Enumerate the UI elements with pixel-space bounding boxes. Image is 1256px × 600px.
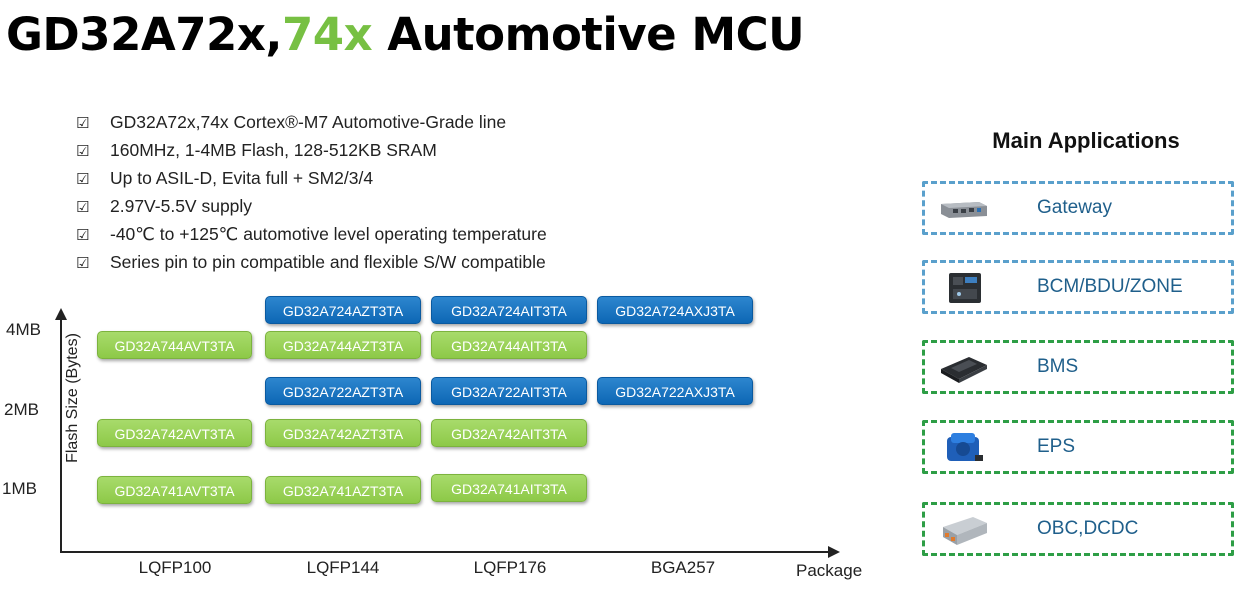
chip-gd32a741ait3ta: GD32A741AIT3TA — [431, 474, 587, 502]
feature-text: Series pin to pin compatible and flexibl… — [110, 252, 546, 272]
chip-gd32a741avt3ta: GD32A741AVT3TA — [97, 476, 252, 504]
app-label-bms: BMS — [1037, 356, 1079, 377]
product-matrix: Flash Size (Bytes) Package 4MB 2MB 1MB L… — [2, 296, 863, 580]
feature-list: ☑ GD32A72x,74x Cortex®-M7 Automotive-Grad… — [76, 108, 547, 276]
x-axis-arrow-icon — [828, 546, 840, 558]
chip-gd32a724azt3ta: GD32A724AZT3TA — [265, 296, 421, 324]
checkbox-icon: ☑ — [76, 114, 90, 132]
feature-text: GD32A72x,74x Cortex®-M7 Automotive-Grade… — [110, 112, 507, 132]
feature-item: ☑ 2.97V-5.5V supply — [76, 192, 547, 220]
checkbox-icon: ☑ — [76, 170, 90, 188]
x-tick-lqfp100: LQFP100 — [138, 558, 212, 577]
y-axis-title: Flash Size (Bytes) — [64, 333, 81, 463]
app-card-gateway: Gateway — [922, 181, 1234, 235]
app-label-obc-dcdc: OBC,DCDC — [1037, 518, 1139, 539]
app-card-obc: OBC,DCDC — [922, 502, 1234, 556]
feature-item: ☑ GD32A72x,74x Cortex®-M7 Automotive-Grad… — [76, 108, 547, 136]
chip-gd32a722ait3ta: GD32A722AIT3TA — [431, 377, 587, 405]
checkbox-icon: ☑ — [76, 254, 90, 272]
feature-text: 160MHz, 1-4MB Flash, 128-512KB SRAM — [110, 140, 437, 160]
app-label-eps: EPS — [1037, 436, 1076, 457]
x-tick-lqfp176: LQFP176 — [473, 558, 547, 577]
feature-item: ☑ Series pin to pin compatible and flexib… — [76, 248, 547, 276]
checkbox-icon: ☑ — [76, 198, 90, 216]
bcm-module-icon — [949, 273, 981, 303]
eps-motor-icon — [947, 433, 983, 461]
x-axis-title: Package — [796, 561, 863, 580]
title-main: GD32A72x, — [6, 8, 282, 61]
app-label-bcm-bdu-zone: BCM/BDU/ZONE — [1037, 276, 1183, 297]
bms-module-icon — [941, 357, 987, 383]
chip-gd32a724ait3ta: GD32A724AIT3TA — [431, 296, 587, 324]
x-tick-bga257: BGA257 — [650, 558, 716, 577]
x-axis-line — [60, 551, 832, 553]
checkbox-icon: ☑ — [76, 142, 90, 160]
y-axis-line — [60, 318, 62, 552]
page-title: GD32A72x,74x Automotive MCU — [6, 8, 805, 61]
y-axis-arrow-icon — [55, 308, 67, 320]
chip-gd32a744azt3ta: GD32A744AZT3TA — [265, 331, 421, 359]
y-tick-4mb: 4MB — [6, 320, 41, 339]
feature-text: -40℃ to +125℃ automotive level operating… — [110, 224, 547, 244]
x-tick-lqfp144: LQFP144 — [306, 558, 380, 577]
chip-gd32a744ait3ta: GD32A744AIT3TA — [431, 331, 587, 359]
chip-gd32a722axj3ta: GD32A722AXJ3TA — [597, 377, 753, 405]
chip-gd32a742azt3ta: GD32A742AZT3TA — [265, 419, 421, 447]
chip-gd32a724axj3ta: GD32A724AXJ3TA — [597, 296, 753, 324]
feature-text: Up to ASIL-D, Evita full + SM2/3/4 — [110, 168, 374, 188]
chip-gd32a744avt3ta: GD32A744AVT3TA — [97, 331, 252, 359]
y-tick-2mb: 2MB — [4, 400, 39, 419]
title-rest: Automotive MCU — [372, 8, 805, 61]
y-tick-1mb: 1MB — [2, 479, 37, 498]
chip-gd32a722azt3ta: GD32A722AZT3TA — [265, 377, 421, 405]
applications-title: Main Applications — [992, 128, 1180, 153]
chip-gd32a742ait3ta: GD32A742AIT3TA — [431, 419, 587, 447]
app-card-bcm: BCM/BDU/ZONE — [922, 260, 1234, 314]
title-accent: 74x — [281, 8, 373, 61]
obc-charger-icon — [943, 517, 987, 545]
checkbox-icon: ☑ — [76, 226, 90, 244]
app-card-eps: EPS — [922, 420, 1234, 474]
feature-text: 2.97V-5.5V supply — [110, 196, 253, 216]
feature-item: ☑ Up to ASIL-D, Evita full + SM2/3/4 — [76, 164, 547, 192]
app-label-gateway: Gateway — [1037, 197, 1112, 218]
gateway-module-icon — [941, 202, 987, 218]
app-card-bms: BMS — [922, 340, 1234, 394]
chip-gd32a742avt3ta: GD32A742AVT3TA — [97, 419, 252, 447]
chip-gd32a741azt3ta: GD32A741AZT3TA — [265, 476, 421, 504]
feature-item: ☑ 160MHz, 1-4MB Flash, 128-512KB SRAM — [76, 136, 547, 164]
feature-item: ☑ -40℃ to +125℃ automotive level operatin… — [76, 220, 547, 248]
